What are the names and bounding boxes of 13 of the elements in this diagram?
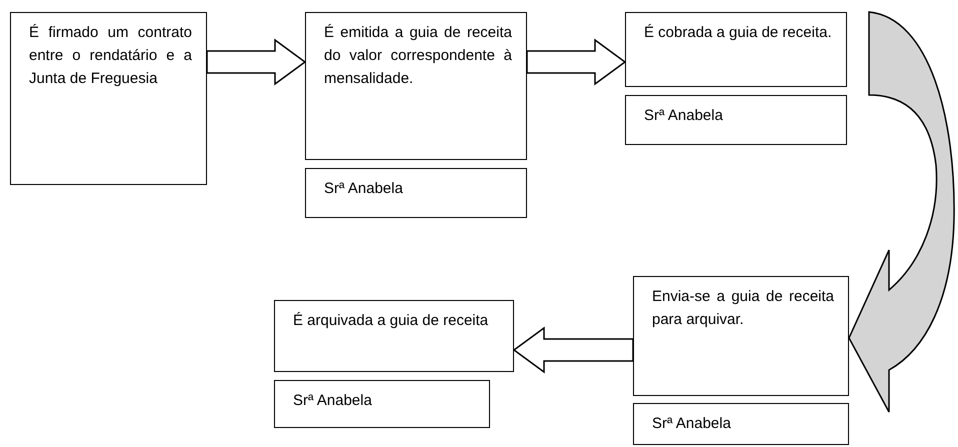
process-box: Envia-se a guia de receita para arquivar. — [633, 276, 849, 396]
process-box: Srª Anabela — [633, 403, 849, 445]
process-box: É arquivada a guia de receita — [274, 300, 514, 372]
process-box: Srª Anabela — [274, 380, 490, 428]
process-box: É emitida a guia de receita do valor correspondente à mensalidade. — [305, 12, 527, 160]
process-box: É cobrada a guia de receita. — [625, 12, 847, 87]
process-box: É firmado um contrato entre o rendatário e a Junta de Freguesia — [10, 12, 207, 185]
block-arrow — [512, 326, 634, 374]
process-box: Srª Anabela — [305, 168, 527, 218]
process-box: Srª Anabela — [625, 95, 847, 145]
block-arrow — [526, 38, 626, 86]
block-arrow — [206, 38, 306, 86]
block-arrow — [848, 11, 955, 413]
